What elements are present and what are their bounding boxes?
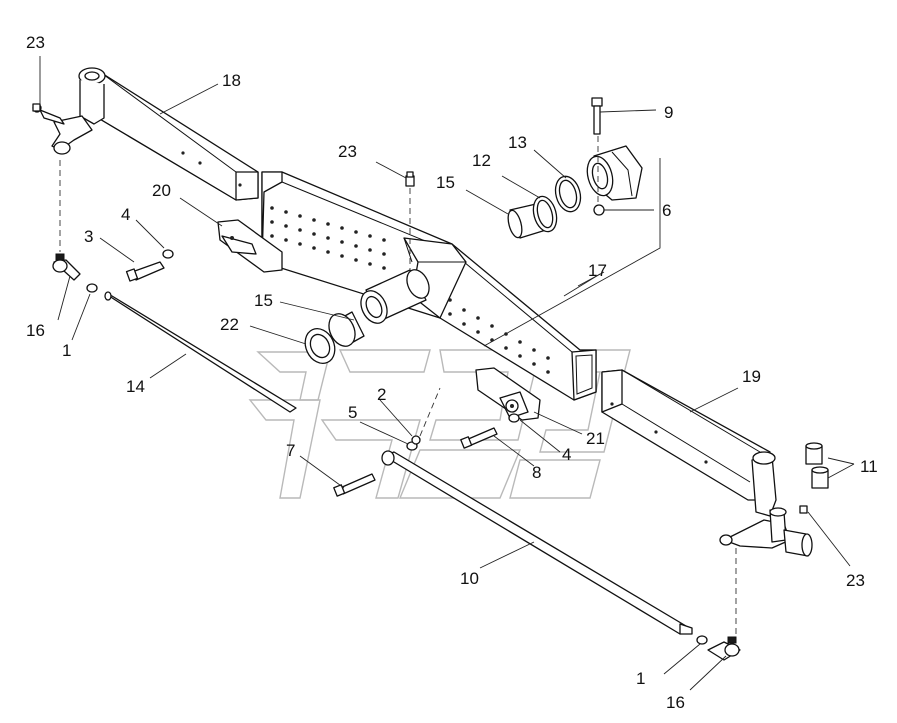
grease-fitting-23-left — [32, 103, 41, 112]
callout-5: 5 — [348, 403, 357, 422]
callout-21: 21 — [586, 429, 605, 448]
tie-rod-14 — [104, 291, 297, 413]
assembly-lines — [59, 136, 737, 636]
right-axle-extension-19 — [601, 369, 777, 517]
callout-22: 22 — [220, 315, 239, 334]
bushing-11-lower — [811, 466, 829, 489]
callout-15-upper: 15 — [436, 173, 455, 192]
washer-4-left — [162, 249, 174, 259]
callout-9: 9 — [664, 103, 673, 122]
left-steering-knuckle — [32, 103, 93, 155]
callout-11: 11 — [860, 457, 878, 476]
callout-4-left: 4 — [121, 205, 130, 224]
tie-rod-end-16-left — [52, 253, 81, 281]
grease-fitting-23-right — [799, 505, 808, 514]
nut-1-right — [696, 635, 708, 645]
nut-2 — [411, 435, 421, 445]
tie-rod-10 — [381, 450, 693, 635]
callout-6: 6 — [662, 201, 671, 220]
hole-pattern-left — [270, 206, 386, 270]
callout-16-right: 16 — [666, 693, 685, 712]
callout-15-lower: 15 — [254, 291, 273, 310]
callout-12: 12 — [472, 151, 491, 170]
seal-ring-12 — [532, 195, 558, 233]
callout-23-left: 23 — [26, 33, 45, 52]
leader-lines — [39, 56, 855, 691]
seal-ring-13 — [554, 175, 582, 213]
callout-14: 14 — [126, 377, 145, 396]
callout-1-right: 1 — [636, 669, 645, 688]
callout-7: 7 — [286, 441, 295, 460]
callout-13: 13 — [508, 133, 527, 152]
callout-labels: 23 18 20 4 3 16 1 14 22 15 23 15 12 13 9… — [26, 33, 878, 712]
bushing-11-upper — [805, 442, 823, 465]
callout-10: 10 — [460, 569, 479, 588]
callout-23-center: 23 — [338, 142, 357, 161]
right-steering-knuckle — [719, 507, 813, 557]
nut-6 — [593, 204, 605, 216]
callout-3: 3 — [84, 227, 93, 246]
left-axle-extension-18 — [78, 67, 259, 201]
callout-8: 8 — [532, 463, 541, 482]
pivot-bushing-15-lower — [328, 311, 365, 347]
callout-23-right: 23 — [846, 571, 865, 590]
callout-1-left: 1 — [62, 341, 71, 360]
bracket-21 — [475, 367, 541, 421]
grease-fitting-23-center — [405, 171, 415, 187]
nut-1-left — [86, 283, 98, 293]
callout-20: 20 — [152, 181, 171, 200]
bolt-9 — [591, 97, 603, 135]
tie-rod-end-16-right — [707, 636, 741, 661]
bolt-8 — [460, 427, 498, 449]
callout-4-right: 4 — [562, 445, 571, 464]
callout-17: 17 — [588, 261, 607, 280]
bushing-22 — [304, 327, 336, 365]
central-axle-beam-17 — [261, 171, 597, 401]
callout-16-left: 16 — [26, 321, 45, 340]
callout-2: 2 — [377, 385, 386, 404]
pivot-bracket — [586, 145, 643, 201]
callout-19: 19 — [742, 367, 761, 386]
washer-4-right — [508, 413, 520, 423]
callout-18: 18 — [222, 71, 241, 90]
hole-pattern-right — [448, 298, 550, 374]
bolt-3 — [125, 261, 165, 282]
bracket-20 — [217, 219, 283, 273]
bolt-7 — [333, 473, 376, 497]
